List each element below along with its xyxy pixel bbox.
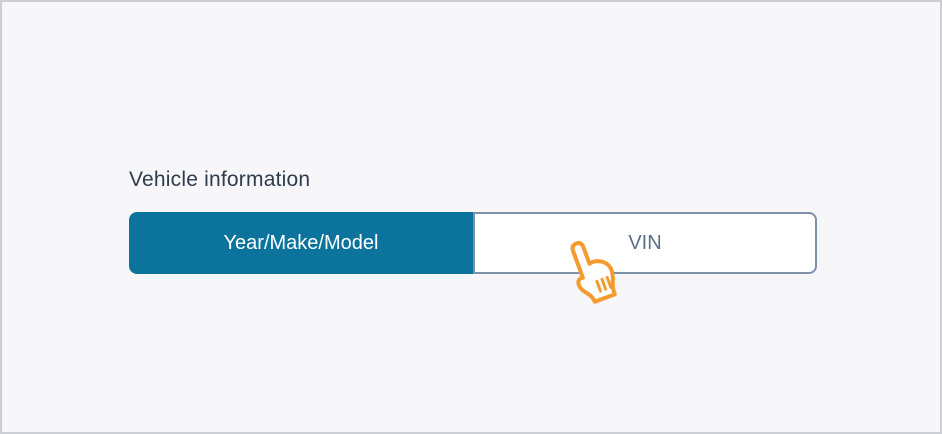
vehicle-entry-segmented-control: Year/Make/Model VIN bbox=[129, 212, 817, 274]
tab-vin[interactable]: VIN bbox=[473, 212, 817, 274]
vehicle-information-title: Vehicle information bbox=[129, 168, 311, 191]
tab-year-make-model[interactable]: Year/Make/Model bbox=[129, 212, 473, 274]
